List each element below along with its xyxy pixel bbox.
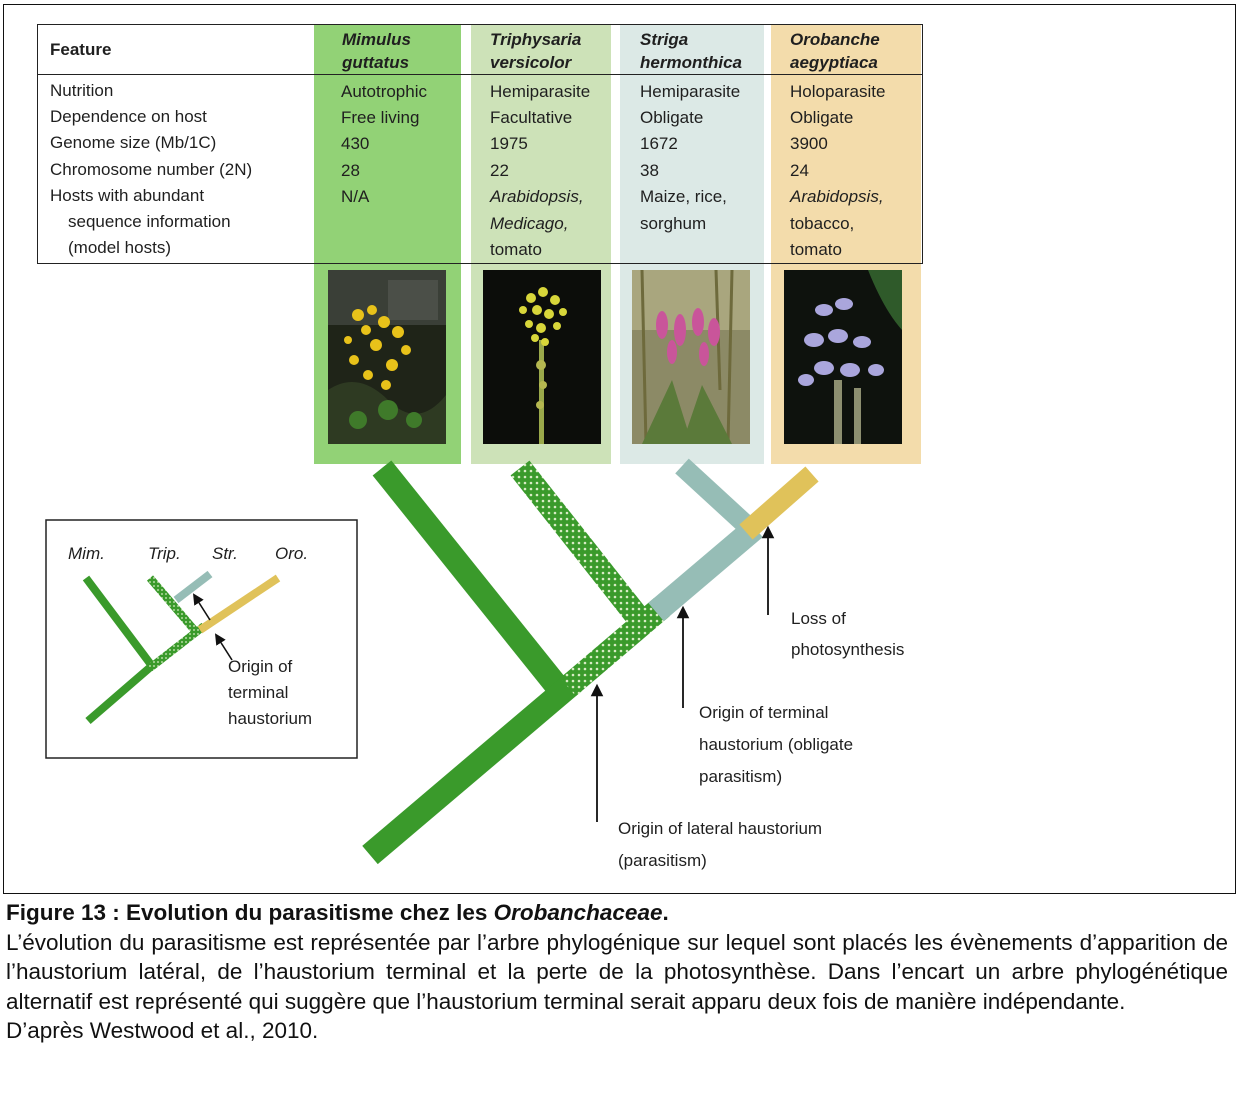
table-cell: Hemiparasite xyxy=(490,82,591,101)
table-cell: tobacco, xyxy=(790,214,855,233)
table-cell: 24 xyxy=(790,161,809,180)
inset-branch-mimulus xyxy=(82,575,156,669)
table-cell: Medicago, xyxy=(490,214,569,233)
tree-branch-orobanche xyxy=(739,466,819,540)
tree-branch-triphysaria xyxy=(510,460,650,628)
feature-label: (model hosts) xyxy=(68,238,171,257)
striga-photo xyxy=(632,270,750,444)
feature-label: Dependence on host xyxy=(50,107,207,126)
feature-label: Hosts with abundant xyxy=(50,186,205,205)
species-header-triphysaria-genus: Triphysaria xyxy=(490,30,582,49)
caption-title-prefix: Figure 13 : Evolution du parasitisme che… xyxy=(6,900,494,925)
species-header-triphysaria-epithet: versicolor xyxy=(490,53,572,72)
inset-label-oro: Oro. xyxy=(275,544,308,563)
inset-annotation: Origin of xyxy=(228,657,293,676)
feature-header: Feature xyxy=(50,40,112,59)
table-cell: 3900 xyxy=(790,134,828,153)
table-header-divider xyxy=(37,74,923,75)
inset-label-mim: Mim. xyxy=(68,544,105,563)
species-header-striga-epithet: hermonthica xyxy=(640,53,743,72)
feature-label: Chromosome number (2N) xyxy=(50,160,253,179)
species-header-mimulus-epithet: guttatus xyxy=(342,53,410,72)
inset-label-str: Str. xyxy=(212,544,238,563)
inset-annotation: haustorium xyxy=(228,709,312,728)
table-cell: Obligate xyxy=(790,108,854,127)
inset-box xyxy=(45,519,358,759)
annotation-loss: photosynthesis xyxy=(791,640,904,659)
inset-annotation: terminal xyxy=(228,683,288,702)
table-cell: 28 xyxy=(341,161,360,180)
inset-arrow-orobanche xyxy=(214,633,233,661)
inset-branch-orobanche xyxy=(197,574,281,634)
caption-body: L’évolution du parasitisme est représent… xyxy=(6,929,1228,1014)
annotation-loss: Loss of xyxy=(791,609,846,628)
table-cell: N/A xyxy=(341,187,370,206)
table-cell: sorghum xyxy=(640,214,707,233)
tree-branch-lateral-segment xyxy=(560,597,670,697)
annotation-lateral: (parasitism) xyxy=(618,851,707,870)
annotation-terminal: parasitism) xyxy=(699,767,782,786)
caption-title-taxon: Orobanchaceae xyxy=(493,900,663,925)
mimulus-photo xyxy=(328,270,446,444)
annotation-lateral: Origin of lateral haustorium xyxy=(618,819,822,838)
inset-branch-trunk xyxy=(85,660,157,725)
inset-branch-striga xyxy=(173,570,213,604)
table-cell: 22 xyxy=(490,161,509,180)
table-cell: 38 xyxy=(640,161,659,180)
table-cell: Arabidopsis, xyxy=(490,187,584,206)
species-header-orobanche-epithet: aegyptiaca xyxy=(790,53,878,72)
figure-border xyxy=(3,4,1236,894)
table-cell: tomato xyxy=(490,240,542,259)
tree-branch-mimulus xyxy=(372,460,570,698)
table-cell: Arabidopsis, xyxy=(790,187,884,206)
table-cell: Free living xyxy=(341,108,420,127)
tree-branch-terminal-segment xyxy=(648,518,763,622)
table-cell: Holoparasite xyxy=(790,82,886,101)
annotation-terminal: haustorium (obligate xyxy=(699,735,853,754)
table-cell: Hemiparasite xyxy=(640,82,741,101)
table-cell: Maize, rice, xyxy=(640,187,727,206)
inset-branch-triphysaria xyxy=(146,575,200,635)
tree-branch-trunk xyxy=(362,672,582,865)
table-cell: Facultative xyxy=(490,108,573,127)
inset-arrow-striga xyxy=(192,593,211,621)
species-header-mimulus-genus: Mimulus xyxy=(342,30,411,49)
table-cell: Autotrophic xyxy=(341,82,427,101)
caption-title: Figure 13 : Evolution du parasitisme che… xyxy=(6,898,1228,928)
caption-source: D’après Westwood et al., 2010. xyxy=(6,1018,319,1043)
feature-label: sequence information xyxy=(68,212,231,231)
feature-table xyxy=(37,24,923,264)
table-cell: 1975 xyxy=(490,134,528,153)
figure-caption: Figure 13 : Evolution du parasitisme che… xyxy=(6,898,1228,1046)
caption-title-suffix: . xyxy=(662,900,669,925)
table-cell: 1672 xyxy=(640,134,678,153)
table-cell: tomato xyxy=(790,240,842,259)
orobanche-photo xyxy=(784,270,902,444)
feature-label: Nutrition xyxy=(50,81,114,100)
feature-label: Genome size (Mb/1C) xyxy=(50,133,217,152)
species-header-striga-genus: Striga xyxy=(640,30,689,49)
annotation-terminal: Origin of terminal xyxy=(699,703,828,722)
inset-label-trip: Trip. xyxy=(148,544,181,563)
table-cell: 430 xyxy=(341,134,370,153)
phylogenetic-tree: Mim. Trip. Str. Oro. Origin of terminal … xyxy=(45,458,904,870)
species-header-orobanche-genus: Orobanche xyxy=(790,30,880,49)
table-cell: Obligate xyxy=(640,108,704,127)
inset-branch-lateral xyxy=(147,622,207,672)
triphysaria-photo xyxy=(483,270,601,444)
